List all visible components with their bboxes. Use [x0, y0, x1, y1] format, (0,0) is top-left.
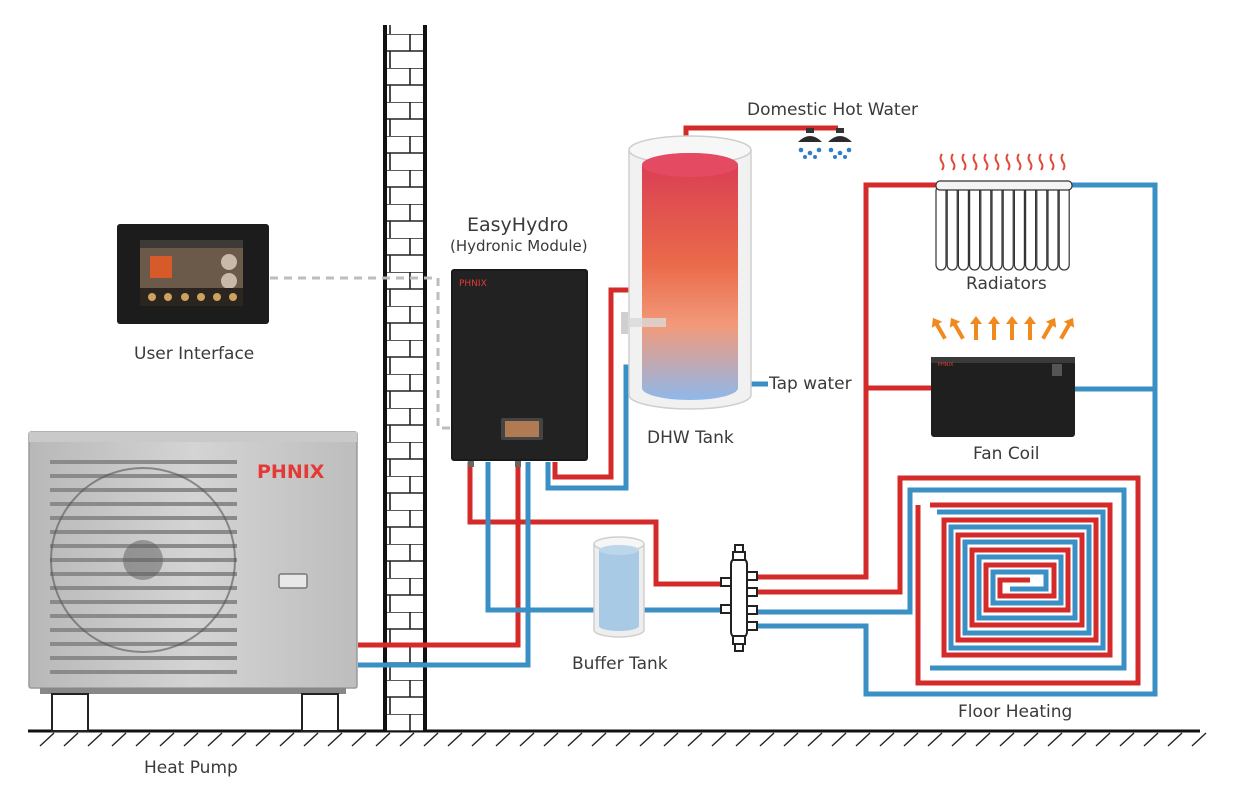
- heat-pump-logo: PHNIX: [257, 461, 325, 483]
- floor-heating-coil: [930, 502, 1113, 658]
- ground: [28, 729, 1207, 747]
- brick-wall: [383, 25, 427, 731]
- easyhydro-title: EasyHydro: [467, 214, 569, 236]
- easyhydro-module: PHNIX: [451, 269, 588, 467]
- control-wire: [270, 276, 500, 430]
- fan-coil-unit: PHNIX: [931, 357, 1075, 437]
- buffer-tank: [593, 536, 645, 638]
- radiators-label: Radiators: [966, 274, 1047, 294]
- fan-coil-logo: PHNIX: [938, 362, 954, 368]
- buffer-tank-label: Buffer Tank: [572, 654, 668, 674]
- heat-pump-unit: PHNIX: [28, 431, 358, 732]
- supply-pipes: [358, 125, 1141, 686]
- easyhydro-subtitle: (Hydronic Module): [450, 237, 588, 255]
- shower-heads-icon: [798, 128, 852, 159]
- user-interface-label: User Interface: [134, 344, 255, 364]
- domestic-hot-water-label: Domestic Hot Water: [747, 100, 919, 120]
- radiator: [935, 153, 1073, 271]
- tap-water-label: Tap water: [769, 374, 852, 394]
- dhw-tank-label: DHW Tank: [647, 428, 734, 448]
- user-interface-panel: [117, 224, 269, 324]
- floor-heating-label: Floor Heating: [958, 702, 1073, 722]
- dhw-tank: [621, 135, 752, 410]
- manifold: [720, 544, 758, 652]
- heat-arrows-icon: [931, 316, 1075, 340]
- module-logo: PHNIX: [459, 279, 487, 289]
- fan-coil-label: Fan Coil: [973, 444, 1040, 464]
- heat-pump-label: Heat Pump: [144, 758, 238, 778]
